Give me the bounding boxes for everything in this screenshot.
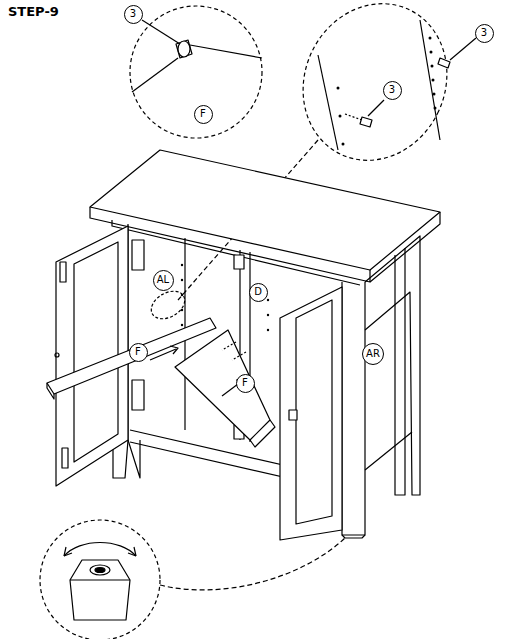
callout-text: 3 [130,9,136,19]
callout-circle: 3 [124,5,143,24]
callout-text: F [242,378,248,388]
callout-text: D [254,287,262,297]
callout-text: F [135,347,141,357]
callout-circle: AL [153,270,174,291]
callout-circle: F [236,374,255,393]
callout-circle: F [129,343,148,362]
callout-text: 3 [481,28,487,38]
callout-text: 3 [389,85,395,95]
callout-text: F [200,109,206,119]
step-title: STEP-9 [8,4,59,19]
callout-text: AL [157,275,169,285]
callout-circle: 3 [475,24,494,43]
callout-circle: AR [362,343,384,365]
callout-text: AR [366,349,380,359]
callout-circle: D [249,283,268,302]
callout-circle: F [194,105,213,124]
callout-circle: 3 [383,81,402,100]
